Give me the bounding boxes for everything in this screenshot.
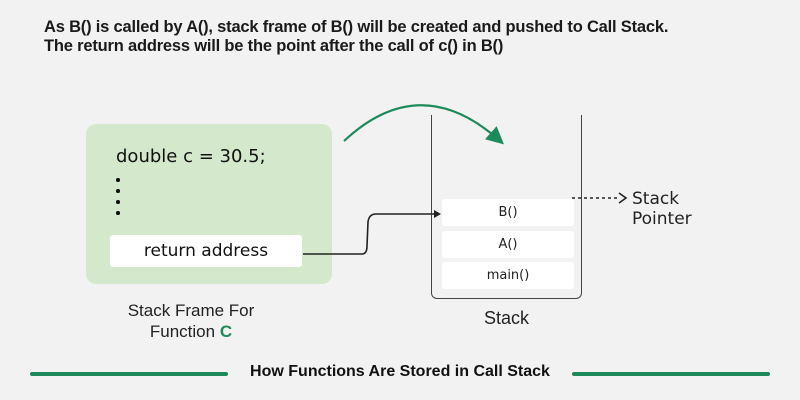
footer-rule-left [30,372,228,376]
return-address-box: return address [110,235,302,267]
stack-slot-a: A() [442,231,574,258]
footer-title: How Functions Are Stored in Call Stack [250,363,550,380]
stack-pointer-label: Stack Pointer [632,189,692,229]
dot [116,189,120,193]
stack-pointer-label-line-1: Stack [632,189,680,209]
stack-label: Stack [483,308,530,328]
label-prefix: Function [149,322,220,341]
stack-slot-main: main() [442,262,574,289]
function-name: C [219,322,233,341]
dot [116,200,120,204]
dot [116,211,120,215]
heading: As B() is called by A(), stack frame of … [44,18,668,56]
stack-frame-label-line-1: Stack Frame For [127,301,255,320]
stack-frame-label-line-2: Function C [106,321,276,342]
footer-rule-right [572,372,770,376]
push-arrow [343,104,504,145]
heading-line-1: As B() is called by A(), stack frame of … [44,18,669,36]
return-link-line [303,213,434,255]
return-link-arrowhead [434,210,441,218]
dot [116,178,120,182]
stack-slot-b: B() [442,199,574,226]
code-line: double c = 30.5; [116,146,266,167]
stack-pointer-label-line-2: Pointer [632,209,692,229]
heading-line-2: The return address will be the point aft… [44,37,504,55]
stack-container [431,115,582,299]
stack-pointer-arrowhead [618,192,628,204]
ellipsis-dots [116,178,122,222]
stack-frame-label: Stack Frame For Function C [106,300,276,342]
